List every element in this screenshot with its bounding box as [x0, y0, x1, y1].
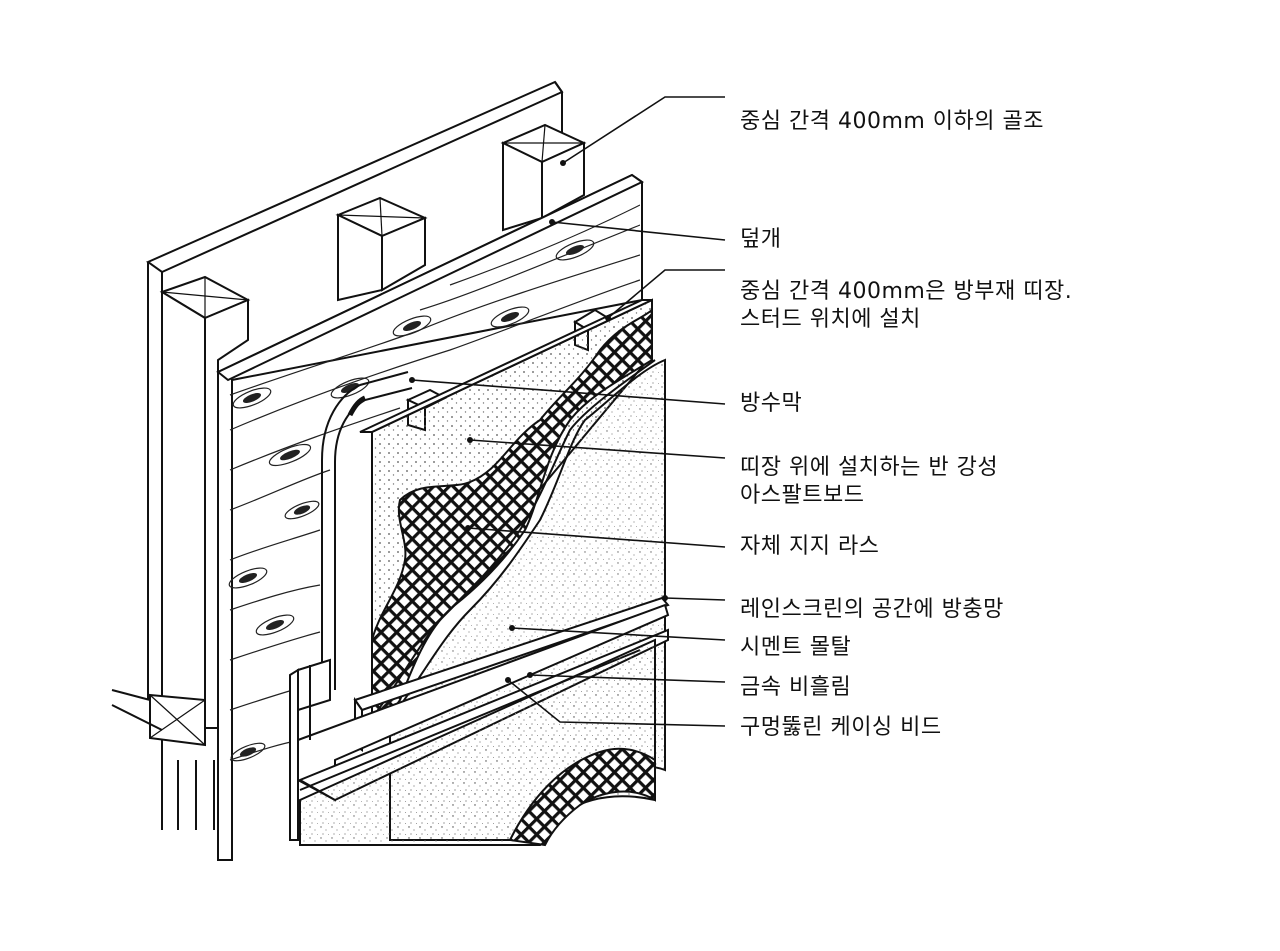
- lower-lath-mesh: [508, 747, 656, 847]
- casing-bead: [289, 658, 331, 841]
- label-mortar-line-1: 시멘트 몰탈: [740, 635, 852, 660]
- leader-dots: [409, 160, 668, 683]
- label-frame: 중심 간격 400mm 이하의 골조: [740, 108, 1044, 136]
- label-furring-line-2: 스터드 위치에 설치: [740, 307, 921, 332]
- label-bead: 구멍뚫린 케이싱 비드: [740, 714, 942, 742]
- label-flashing: 금속 비흘림: [740, 674, 851, 702]
- label-furring: 중심 간격 400mm은 방부재 띠장. 스터드 위치에 설치: [740, 278, 1072, 334]
- wood-grain: [228, 204, 640, 762]
- label-bead-line-1: 구멍뚫린 케이싱 비드: [740, 715, 942, 740]
- label-frame-line-1: 중심 간격 400mm 이하의 골조: [740, 109, 1044, 134]
- label-waterproof: 방수막: [740, 390, 802, 418]
- label-board: 띠장 위에 설치하는 반 강성 아스팔트보드: [740, 454, 998, 510]
- label-board-line-1: 띠장 위에 설치하는 반 강성: [740, 455, 999, 480]
- label-sheathing-line-1: 덮개: [740, 227, 782, 252]
- sheathing-board: [216, 173, 644, 861]
- label-lath: 자체 지지 라스: [740, 533, 879, 561]
- label-insect: 레인스크린의 공간에 방충망: [740, 596, 1004, 624]
- label-sheathing: 덮개: [740, 226, 781, 254]
- waterproof-membrane: [321, 371, 413, 690]
- studs: [111, 123, 587, 830]
- mortar-edge: [369, 359, 656, 721]
- label-furring-line-1: 중심 간격 400mm은 방부재 띠장.: [740, 279, 1073, 304]
- label-flashing-line-1: 금속 비흘림: [740, 675, 852, 700]
- lath-mesh: [371, 307, 653, 719]
- label-insect-line-1: 레인스크린의 공간에 방충망: [740, 597, 1004, 622]
- leader-lines: [411, 96, 726, 727]
- label-waterproof-line-1: 방수막: [740, 391, 803, 416]
- label-board-line-2: 아스팔트보드: [740, 483, 865, 508]
- label-lath-line-1: 자체 지지 라스: [740, 534, 880, 559]
- label-mortar: 시멘트 몰탈: [740, 634, 851, 662]
